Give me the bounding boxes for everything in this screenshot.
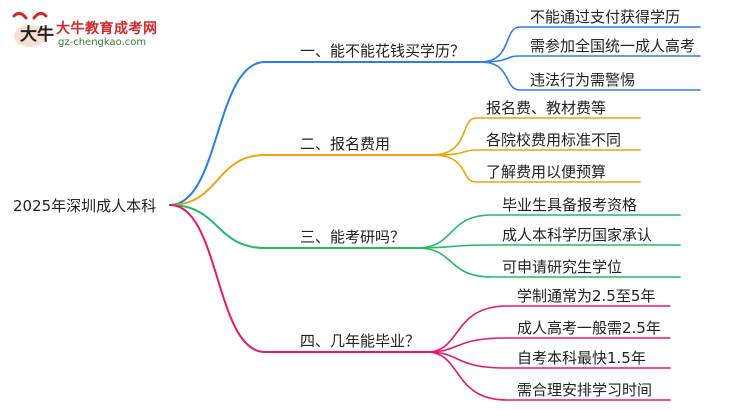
root-topic: 2025年深圳成人本科: [13, 197, 157, 215]
branch-edge: [169, 204, 428, 353]
child-label-1-2: 需参加全国统一成人高考: [530, 37, 696, 55]
child-label-4-2: 成人高考一般需2.5年: [517, 319, 661, 337]
svg-text:大牛: 大牛: [20, 24, 54, 45]
child-edge: [431, 149, 641, 156]
child-label-4-1: 学制通常为2.5至5年: [517, 287, 656, 305]
child-label-4-4: 需合理安排学习时间: [517, 381, 653, 399]
child-edge: [431, 117, 641, 156]
child-label-3-1: 毕业生具备报考资格: [502, 196, 638, 214]
child-edge: [479, 55, 701, 63]
child-edge: [416, 247, 681, 278]
branch-label-1: 一、能不能花钱买学历？: [300, 42, 466, 60]
child-label-3-3: 可申请研究生学位: [502, 258, 623, 276]
child-edge: [426, 351, 671, 401]
child-label-3-2: 成人本科学历国家承认: [502, 226, 653, 244]
child-edge: [416, 214, 681, 249]
branch-label-2: 二、报名费用: [300, 135, 391, 153]
child-label-2-3: 了解费用以便预算: [486, 163, 607, 181]
ox-logo-icon: 大牛: [12, 11, 54, 47]
child-edge: [426, 351, 671, 369]
branch-edge: [169, 204, 418, 249]
child-label-2-1: 报名费、教材费等: [486, 99, 607, 117]
child-edge: [479, 61, 701, 91]
child-edge: [416, 244, 681, 249]
brand-name: 大牛教育成考网: [56, 21, 158, 37]
branch-label-3: 三、能考研吗？: [300, 228, 406, 246]
branch-edge: [169, 61, 481, 206]
branch-label-4: 四、几年能毕业？: [300, 332, 421, 350]
child-label-1-1: 不能通过支付获得学历: [530, 8, 681, 26]
child-edge: [479, 26, 701, 63]
child-label-2-2: 各院校费用标准不同: [486, 131, 622, 149]
child-edge: [431, 154, 641, 183]
child-label-4-3: 自考本科最快1.5年: [517, 349, 646, 367]
brand-url: gz-chengkao.com: [58, 37, 147, 48]
child-edge: [426, 337, 671, 353]
child-edge: [426, 305, 671, 353]
child-label-1-3: 违法行为需警惕: [530, 71, 636, 89]
branch-edge: [169, 154, 433, 206]
brand-header: 大牛 大牛教育成考网 gz-chengkao.com: [6, 6, 176, 54]
